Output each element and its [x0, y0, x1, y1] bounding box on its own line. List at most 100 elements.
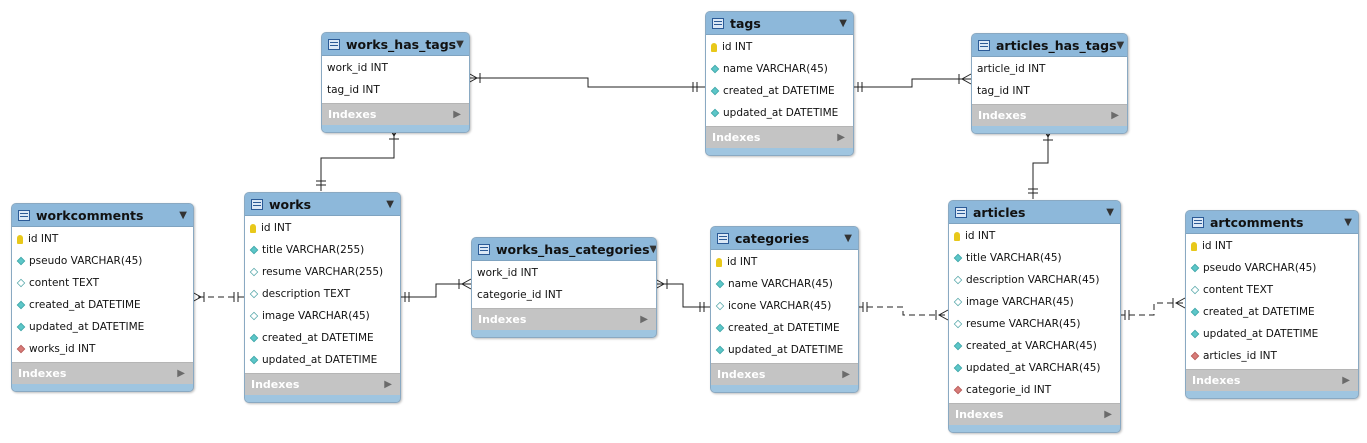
column-row[interactable]: article_id INT — [972, 58, 1127, 80]
column-row[interactable]: works_id INT — [12, 338, 193, 360]
column-row[interactable]: image VARCHAR(45) — [949, 291, 1120, 313]
column-row[interactable]: resume VARCHAR(45) — [949, 313, 1120, 335]
column-row[interactable]: resume VARCHAR(255) — [245, 261, 400, 283]
column-row[interactable]: articles_id INT — [1186, 345, 1358, 367]
indexes-section[interactable]: Indexes▶ — [711, 363, 858, 385]
collapse-arrow-icon[interactable]: ▼ — [649, 243, 657, 255]
table-header[interactable]: categories▼ — [711, 227, 858, 250]
column-row[interactable]: tag_id INT — [972, 80, 1127, 102]
table-header[interactable]: articles_has_tags▼ — [972, 34, 1127, 57]
table-header[interactable]: works_has_tags▼ — [322, 33, 469, 56]
column-row[interactable]: updated_at DATETIME — [706, 102, 853, 124]
expand-arrow-icon[interactable]: ▶ — [384, 379, 392, 390]
column-row[interactable]: pseudo VARCHAR(45) — [12, 250, 193, 272]
table-header[interactable]: works▼ — [245, 193, 400, 216]
column-row[interactable]: title VARCHAR(45) — [949, 247, 1120, 269]
expand-arrow-icon[interactable]: ▶ — [837, 132, 845, 143]
column-row[interactable]: updated_at DATETIME — [12, 316, 193, 338]
column-row[interactable]: created_at DATETIME — [711, 317, 858, 339]
expand-arrow-icon[interactable]: ▶ — [1111, 110, 1119, 121]
column-row[interactable]: created_at DATETIME — [706, 80, 853, 102]
collapse-arrow-icon[interactable]: ▼ — [839, 17, 847, 29]
expand-arrow-icon[interactable]: ▶ — [177, 368, 185, 379]
column-row[interactable]: id INT — [12, 228, 193, 250]
column-row[interactable]: id INT — [1186, 235, 1358, 257]
expand-arrow-icon[interactable]: ▶ — [1104, 409, 1112, 420]
column-row[interactable]: id INT — [949, 225, 1120, 247]
indexes-section[interactable]: Indexes▶ — [1186, 369, 1358, 391]
column-row[interactable]: name VARCHAR(45) — [706, 58, 853, 80]
column-row[interactable]: pseudo VARCHAR(45) — [1186, 257, 1358, 279]
collapse-arrow-icon[interactable]: ▼ — [1344, 216, 1352, 228]
table-header[interactable]: works_has_categories▼ — [472, 238, 656, 261]
column-row[interactable]: categorie_id INT — [949, 379, 1120, 401]
collapse-arrow-icon[interactable]: ▼ — [1106, 206, 1114, 218]
column-row[interactable]: content TEXT — [12, 272, 193, 294]
column-row[interactable]: updated_at DATETIME — [245, 349, 400, 371]
relationship-line-works-to-works_has_tags — [320, 127, 395, 191]
column-row[interactable]: work_id INT — [472, 262, 656, 284]
relationship-line-tags-to-works_has_tags — [468, 77, 705, 88]
column-row[interactable]: created_at DATETIME — [245, 327, 400, 349]
collapse-arrow-icon[interactable]: ▼ — [456, 38, 464, 50]
column-row[interactable]: content TEXT — [1186, 279, 1358, 301]
indexes-section[interactable]: Indexes▶ — [706, 126, 853, 148]
column-row[interactable]: name VARCHAR(45) — [711, 273, 858, 295]
column-row[interactable]: icone VARCHAR(45) — [711, 295, 858, 317]
collapse-arrow-icon[interactable]: ▼ — [1116, 39, 1125, 51]
column-row[interactable]: created_at DATETIME — [1186, 301, 1358, 323]
indexes-section[interactable]: Indexes▶ — [949, 403, 1120, 425]
table-header[interactable]: artcomments▼ — [1186, 211, 1358, 234]
indexes-section[interactable]: Indexes▶ — [322, 103, 469, 125]
indexes-section[interactable]: Indexes▶ — [472, 308, 656, 330]
table-header[interactable]: workcomments▼ — [12, 204, 193, 227]
cardinality-many-crowfoot — [960, 73, 972, 85]
column-row[interactable]: tag_id INT — [322, 79, 469, 101]
column-row[interactable]: created_at VARCHAR(45) — [949, 335, 1120, 357]
column-row[interactable]: created_at DATETIME — [12, 294, 193, 316]
expand-arrow-icon[interactable]: ▶ — [1342, 375, 1350, 386]
indexes-section[interactable]: Indexes▶ — [245, 373, 400, 395]
column-empty-icon — [953, 275, 963, 285]
expand-arrow-icon[interactable]: ▶ — [453, 109, 461, 120]
column-row[interactable]: id INT — [245, 217, 400, 239]
column-empty-icon — [953, 319, 963, 329]
column-row[interactable]: updated_at DATETIME — [1186, 323, 1358, 345]
collapse-arrow-icon[interactable]: ▼ — [179, 209, 187, 221]
column-row[interactable]: description VARCHAR(45) — [949, 269, 1120, 291]
collapse-arrow-icon[interactable]: ▼ — [844, 232, 852, 244]
table-header[interactable]: tags▼ — [706, 12, 853, 35]
column-row[interactable]: id INT — [711, 251, 858, 273]
table-works-has-tags[interactable]: works_has_tags▼work_id INT tag_id INT Inde… — [321, 32, 470, 133]
indexes-section[interactable]: Indexes ▶ — [972, 104, 1127, 126]
column-filled-icon — [16, 322, 26, 332]
column-label: resume VARCHAR(255) — [262, 266, 384, 278]
expand-arrow-icon[interactable]: ▶ — [640, 314, 648, 325]
column-label: tag_id INT — [327, 84, 380, 96]
column-row[interactable]: updated_at VARCHAR(45) — [949, 357, 1120, 379]
expand-arrow-icon[interactable]: ▶ — [842, 369, 850, 380]
column-row[interactable]: description TEXT — [245, 283, 400, 305]
table-header[interactable]: articles▼ — [949, 201, 1120, 224]
column-row[interactable]: work_id INT — [322, 57, 469, 79]
collapse-arrow-icon[interactable]: ▼ — [386, 198, 394, 210]
column-row[interactable]: id INT — [706, 36, 853, 58]
table-footer — [706, 148, 853, 155]
indexes-label: Indexes — [978, 109, 1027, 122]
column-row[interactable]: categorie_id INT — [472, 284, 656, 306]
indexes-section[interactable]: Indexes▶ — [12, 362, 193, 384]
column-row[interactable]: image VARCHAR(45) — [245, 305, 400, 327]
column-row[interactable]: title VARCHAR(255) — [245, 239, 400, 261]
column-row[interactable]: updated_at DATETIME — [711, 339, 858, 361]
